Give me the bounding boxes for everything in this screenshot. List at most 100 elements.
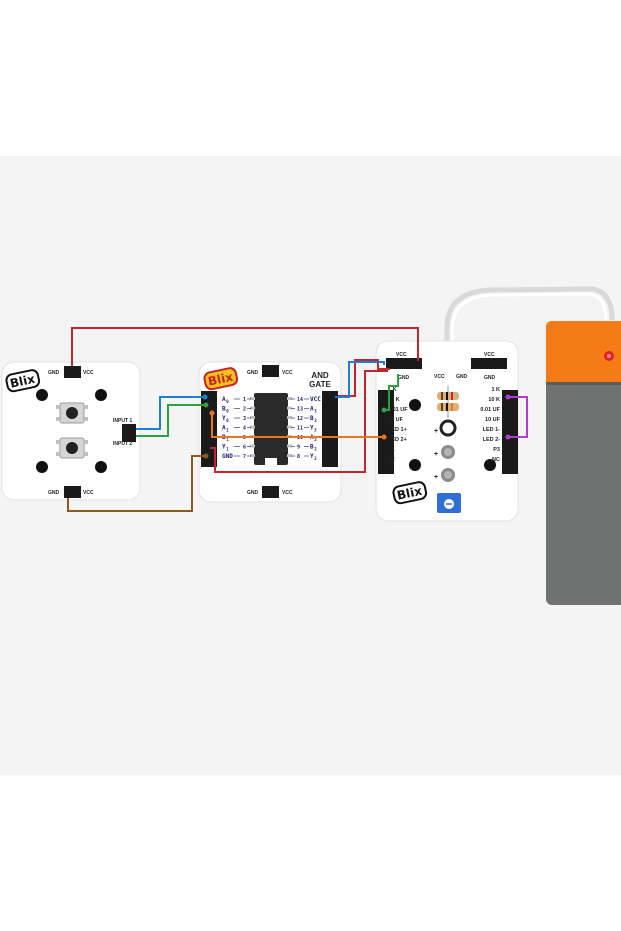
led-left-label: 0.01 UF	[388, 407, 408, 413]
wire-green-led	[384, 374, 399, 411]
svg-text:Blix: Blix	[207, 370, 235, 389]
and-pin-subscript: 0	[226, 418, 229, 423]
led-left-label: 1 K	[388, 387, 397, 393]
wire-blue-output	[335, 361, 385, 398]
and-pin-label-right: Y	[310, 453, 314, 460]
bottom-gnd-label: GND	[247, 490, 259, 496]
capacitor-icon	[439, 419, 457, 437]
header-vcc-label: VCC	[282, 370, 293, 376]
and-pin-label-right: Y	[310, 425, 314, 432]
bottom-vcc-label: VCC	[282, 490, 293, 496]
resistor-icon	[437, 386, 459, 418]
and-pin-number: 1	[243, 397, 246, 403]
svg-text:Blix: Blix	[396, 484, 424, 503]
right-header-connector[interactable]	[502, 390, 518, 474]
and-pin-label-right: B	[310, 415, 314, 422]
wires	[67, 327, 528, 512]
and-pin-label-right: B	[310, 444, 314, 451]
mount-hole	[36, 461, 48, 473]
bottom-header-connector[interactable]	[64, 486, 81, 498]
right-header-connector[interactable]	[322, 391, 338, 467]
top-right-header-connector[interactable]	[471, 358, 507, 369]
mount-hole	[95, 461, 107, 473]
and-pin-subscript: 0	[226, 409, 229, 414]
led-left-label: P1	[388, 447, 395, 453]
and-pin-number: 8	[297, 454, 300, 460]
header-vcc-label: VCC	[83, 370, 94, 376]
and-pin-number: 3	[243, 416, 246, 422]
and-pin-subscript: 0	[226, 399, 229, 404]
and-pin-label-left: A	[222, 396, 226, 403]
and-pin-number: 14	[297, 397, 303, 403]
svg-text:Blix: Blix	[9, 372, 37, 391]
input1-label: INPUT 1	[113, 418, 132, 424]
and-pin-subscript: 3	[314, 418, 317, 423]
and-pin-number: 11	[297, 426, 303, 432]
and-pin-number: 9	[297, 445, 300, 451]
header-vcc-label: VCC	[396, 352, 407, 358]
and-pin-subscript: 3	[314, 409, 317, 414]
svg-text:+: +	[434, 451, 438, 458]
battery	[546, 321, 621, 605]
and-pin-subscript: 2	[314, 456, 317, 461]
and-pin-label-right: A	[310, 406, 314, 413]
led-left-label: LED 2+	[388, 437, 407, 443]
and-pin-label-left: Y	[222, 444, 226, 451]
and-pin-number: 6	[243, 445, 246, 451]
wire-endpoints	[202, 394, 511, 459]
led-right-label: NC	[492, 457, 500, 463]
led-right-label: 10 K	[488, 397, 500, 403]
mount-hole	[36, 389, 48, 401]
and-pin-number: 4	[243, 426, 246, 432]
top-left-header-connector[interactable]	[386, 358, 422, 369]
input-header-connector[interactable]	[122, 424, 136, 442]
wire-red-and-vcc	[338, 359, 390, 397]
blix-logo: Blix	[5, 369, 41, 393]
ic-chip	[254, 393, 288, 465]
input2-label: INPUT 2	[113, 441, 132, 447]
and-pin-label-left: B	[222, 406, 226, 413]
header-vcc-label-right: VCC	[484, 352, 495, 358]
and-pin-label-left: Y	[222, 415, 226, 422]
wire-brown-gnd	[67, 455, 206, 512]
bottom-vcc-label: VCC	[83, 490, 94, 496]
mount-hole	[95, 389, 107, 401]
mount-hole	[409, 399, 421, 411]
blix-logo: Blix	[392, 481, 428, 505]
led-left-label: 10 UF	[388, 417, 404, 423]
wire-red-gnd	[210, 370, 388, 473]
led-right-label: 0.01 UF	[480, 407, 500, 413]
header-gnd-label: GND	[48, 370, 60, 376]
and-pin-number: 12	[297, 416, 303, 422]
push-button-2[interactable]	[56, 437, 88, 459]
wire-orange-output	[211, 413, 384, 438]
and-pin-subscript: 1	[226, 428, 229, 433]
led-left-label: LED 1+	[388, 427, 407, 433]
wire-green-input2	[136, 404, 206, 437]
top-header-connector[interactable]	[64, 366, 81, 378]
and-pin-label-left: GND	[222, 453, 233, 460]
header-gnd-label: GND	[398, 375, 410, 381]
center-vcc-label: VCC	[434, 374, 445, 380]
battery-lead-wire	[444, 286, 615, 372]
and-pin-label-left: A	[222, 425, 226, 432]
and-pin-subscript: 3	[314, 428, 317, 433]
bottom-gnd-label: GND	[48, 490, 60, 496]
svg-text:+: +	[434, 428, 438, 435]
led-left-label: 10 K	[388, 397, 400, 403]
push-button-1[interactable]	[56, 402, 88, 424]
and-pin-number: 13	[297, 407, 303, 413]
bottom-header-connector[interactable]	[262, 486, 279, 498]
and-pin-subscript: 1	[226, 447, 229, 452]
led-right-label: 1 K	[491, 387, 500, 393]
and-pin-label-right: VCC	[310, 396, 321, 403]
top-header-connector[interactable]	[262, 365, 279, 377]
and-pin-subscript: 2	[314, 437, 317, 442]
wire-purple-jumper	[508, 396, 528, 438]
svg-text:+: +	[434, 474, 438, 481]
and-pin-subscript: 2	[314, 447, 317, 452]
gate-title-line2: GATE	[309, 380, 331, 389]
